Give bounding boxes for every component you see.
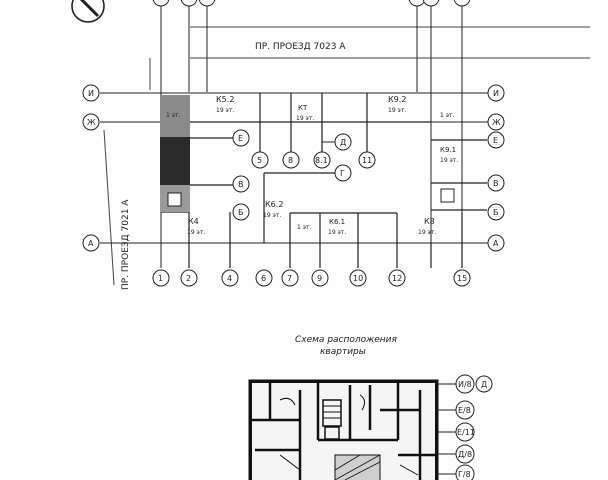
mid-col-bubble-8: 8 bbox=[288, 156, 293, 165]
mid-column-bubbles: 5 8 8.1 11 bbox=[251, 151, 376, 169]
row-bubbles-left: И Ж А bbox=[82, 84, 100, 252]
col-bubble-7: 7 bbox=[287, 274, 292, 283]
section-k92-floors: 19 эт. bbox=[388, 107, 406, 114]
row-bubble-b-right: Б bbox=[493, 208, 499, 217]
mid-col-bubble-5: 5 bbox=[257, 156, 262, 165]
row-bubbles-right: И Ж Е В Б А bbox=[487, 84, 505, 252]
section-k52-floors: 19 эт. bbox=[216, 107, 234, 114]
scheme-caption-line1: Схема расположения bbox=[295, 335, 398, 345]
row-bubble-e-inner: Е bbox=[238, 134, 243, 143]
section-k92-code: К9.2 bbox=[388, 95, 406, 104]
section-k4-code: К4 bbox=[188, 217, 199, 226]
top-column-bubbles bbox=[152, 0, 471, 7]
section-k91-code: К9.1 bbox=[440, 146, 456, 154]
section-k8-code: К8 bbox=[424, 217, 435, 226]
stair-square bbox=[440, 188, 455, 203]
left-street-label: ПР. ПРОЕЗД 7021 А bbox=[121, 199, 131, 290]
top-column-axes bbox=[160, 0, 463, 268]
section-k91-floors: 19 эт. bbox=[440, 157, 458, 164]
row-bubble-g-inner: Г bbox=[340, 169, 345, 178]
section-k62-code: К6.2 bbox=[265, 200, 283, 209]
section-k61-code: К6.1 bbox=[329, 218, 345, 226]
col-bubble-10: 10 bbox=[353, 274, 363, 283]
row-bubble-i-right: И bbox=[493, 89, 499, 98]
col-bubble-6: 6 bbox=[261, 274, 266, 283]
section-k52-code: К5.2 bbox=[216, 95, 234, 104]
top-street-label: ПР. ПРОЕЗД 7023 А bbox=[255, 42, 346, 52]
top-street bbox=[190, 26, 590, 59]
plan-bubble-i8: И/8 bbox=[458, 380, 472, 389]
section-labels: К5.2 19 эт. 1 эт. КТ 19 эт. К9.2 19 эт. … bbox=[166, 95, 458, 236]
row-bubble-a-right: А bbox=[493, 239, 499, 248]
section-k4-floors: 19 эт. bbox=[187, 229, 205, 236]
plan-bubble-g8: Г/8 bbox=[458, 470, 471, 479]
col-bubble-9: 9 bbox=[317, 274, 322, 283]
bottom-column-bubbles: 1 2 4 6 7 9 10 12 15 bbox=[152, 269, 471, 287]
col-bubble-15: 15 bbox=[457, 274, 467, 283]
row-bubble-zh-right: Ж bbox=[492, 118, 501, 127]
row-bubble-zh-left: Ж bbox=[87, 118, 96, 127]
plan-axis-bubbles: И/8 Д Е/8 Е/11 Д/8 Г/8 bbox=[436, 374, 493, 480]
row-bubble-v-inner: В bbox=[238, 180, 244, 189]
section-k62-floors: 19 эт. bbox=[263, 212, 281, 219]
section-k8-floors: 19 эт. bbox=[418, 229, 436, 236]
row-bubble-e-right: Е bbox=[493, 136, 498, 145]
mid-col-bubble-8-1: 8.1 bbox=[315, 156, 328, 165]
row-bubble-i-left: И bbox=[88, 89, 94, 98]
row-bubble-d-inner: Д bbox=[340, 138, 346, 147]
apartment-floor-plan bbox=[248, 379, 439, 480]
col-bubble-4: 4 bbox=[227, 274, 232, 283]
plan-bubble-e11: Е/11 bbox=[457, 428, 475, 437]
plan-bubble-e8: Е/8 bbox=[458, 406, 471, 415]
hatched-block bbox=[160, 95, 190, 212]
section-kt-floors: 19 эт. bbox=[296, 115, 314, 122]
row-bubbles-inner: Е В Б Д Г bbox=[232, 129, 352, 221]
one-floor-label-left: 1 эт. bbox=[166, 112, 181, 119]
row-bubble-v-right: В bbox=[493, 179, 499, 188]
building-outline bbox=[161, 93, 487, 268]
col-bubble-1: 1 bbox=[158, 274, 163, 283]
mid-col-bubble-11: 11 bbox=[362, 156, 372, 165]
col-bubble-12: 12 bbox=[392, 274, 402, 283]
section-kt-code: КТ bbox=[298, 104, 308, 112]
left-street bbox=[103, 58, 151, 286]
row-bubble-b-inner: Б bbox=[238, 208, 244, 217]
row-bubble-a-left: А bbox=[88, 239, 94, 248]
plan-bubble-d: Д bbox=[481, 380, 487, 389]
section-k61-floors: 19 эт. bbox=[328, 229, 346, 236]
north-arrow-icon bbox=[71, 0, 105, 23]
col-bubble-2: 2 bbox=[186, 274, 191, 283]
plan-bubble-d8: Д/8 bbox=[458, 450, 472, 459]
scheme-caption-line2: квартиры bbox=[320, 347, 366, 357]
one-floor-label-right: 1 эт. bbox=[440, 112, 455, 119]
one-floor-label-mid: 1 эт. bbox=[297, 224, 312, 231]
